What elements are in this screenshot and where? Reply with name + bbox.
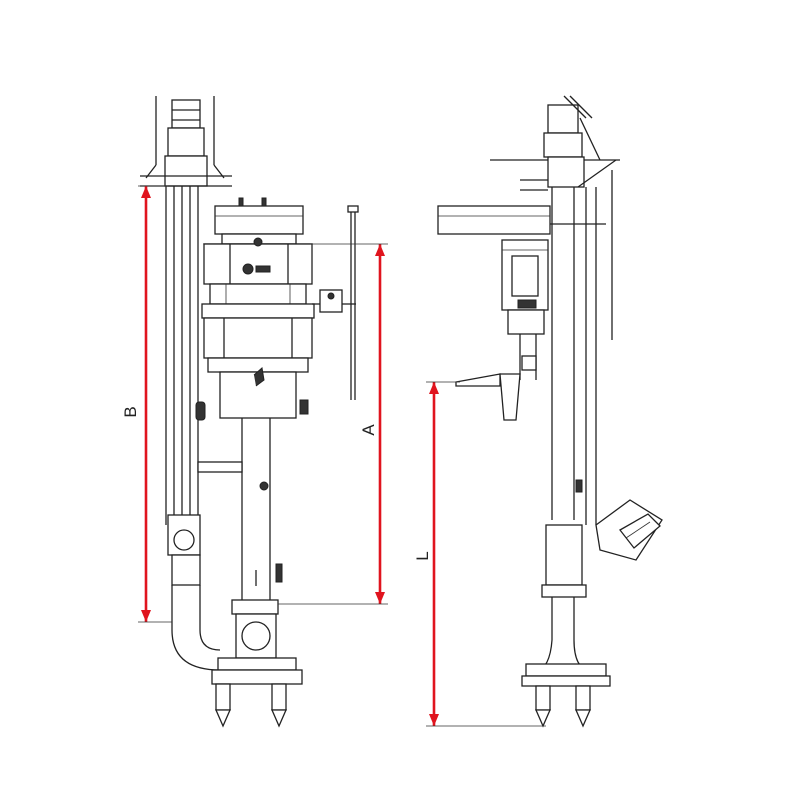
front-view [140,96,359,728]
discharge-top-nozzle [140,96,232,187]
side-bracket [455,373,521,421]
side-lower-casing [521,524,611,728]
side-discharge-elbow [595,499,663,561]
dimension-label-a: A [359,424,378,436]
side-motor-cover [437,205,606,235]
motor-cover [214,197,304,245]
side-columns [551,170,613,525]
shaft-column [197,418,283,600]
dimension-A: A [278,243,388,605]
side-top-assembly [490,95,620,191]
side-motor-detail [501,239,549,380]
dimension-L: L [413,381,546,727]
control-valve [312,289,356,313]
riser-pipes [165,186,206,525]
dimension-label-l: L [413,551,432,560]
motor-housing [201,237,315,419]
pump-casing [211,599,303,685]
dimension-label-b: B [121,406,140,417]
dimension-B: B [121,185,172,623]
guide-rod [347,205,359,400]
side-view [437,95,663,728]
support-feet [215,683,287,728]
suction-elbow [167,514,221,671]
